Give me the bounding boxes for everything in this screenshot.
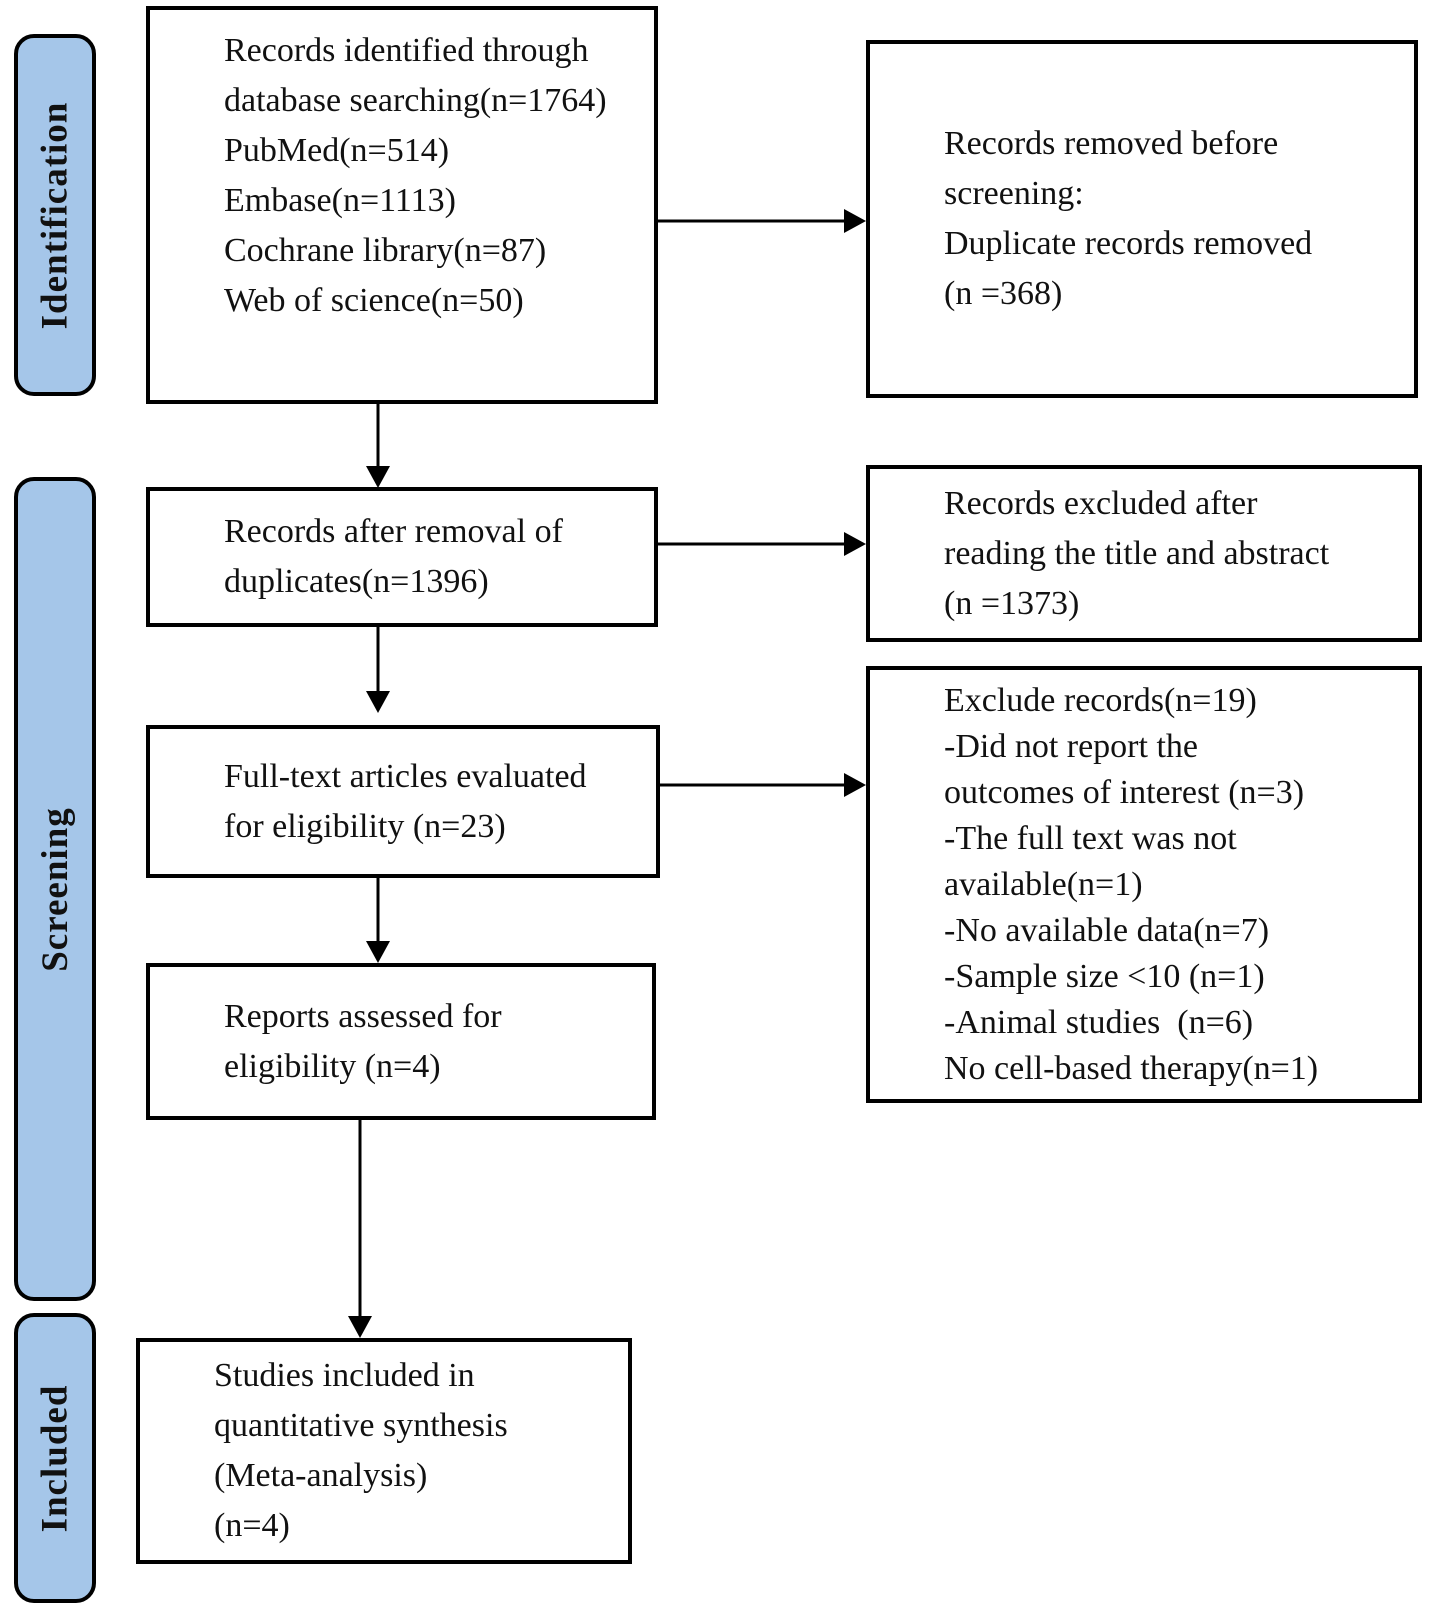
box-studies-included: Studies included in quantitative synthes… [136,1338,632,1564]
stage-label-included: Included [34,1384,76,1532]
text-line: Exclude records(n=19) [944,681,1257,719]
arrow-identified-to-after-duplicates [366,404,390,488]
box-records-removed-before-screening: Records removed before screening: Duplic… [866,40,1418,398]
text-line: reading the title and abstract [944,534,1330,572]
text-line: (n =1373) [944,584,1080,622]
text-line: -Sample size <10 (n=1) [944,957,1265,995]
stage-bar-screening: Screening [14,477,96,1301]
stage-label-screening: Screening [34,806,76,972]
text-line: -Animal studies (n=6) [944,1003,1254,1041]
arrow-after-duplicates-to-excluded [658,532,866,556]
text-line: Records excluded after [944,484,1258,522]
text-line: database searching(n=1764) [224,82,607,119]
arrow-identified-to-removed-before-screening [658,209,866,233]
text-line: Web of science(n=50) [224,282,524,319]
box-records-identified: Records identified through database sear… [146,6,658,404]
text-line: available(n=1) [944,865,1143,903]
box-records-after-duplicates: Records after removal of duplicates(n=13… [146,487,658,627]
stage-bar-identification: Identification [14,34,96,396]
text-line: (n =368) [944,275,1063,312]
box-reports-assessed: Reports assessed for eligibility (n=4) [146,963,656,1120]
text-line: Embase(n=1113) [224,182,456,219]
box-exclude-reasons: Exclude records(n=19) -Did not report th… [866,666,1422,1103]
text-line: screening: [944,175,1084,212]
text-line: -The full text was not [944,819,1237,857]
arrow-after-duplicates-to-fulltext [366,627,390,713]
text-line: Studies included in [214,1357,475,1394]
text-line: for eligibility (n=23) [224,807,506,845]
text-line: Reports assessed for [224,997,502,1035]
stage-label-identification: Identification [34,101,76,329]
text-line: -No available data(n=7) [944,911,1270,949]
arrow-fulltext-to-reports-assessed [366,878,390,963]
text-line: Duplicate records removed [944,225,1313,262]
text-line: PubMed(n=514) [224,132,450,169]
text-line: Records identified through [224,32,589,69]
box-fulltext-evaluated: Full-text articles evaluated for eligibi… [146,725,660,878]
text-line: Cochrane library(n=87) [224,232,547,269]
text-line: quantitative synthesis [214,1407,508,1444]
text-line: No cell-based therapy(n=1) [944,1049,1319,1087]
text-line: (n=4) [214,1507,290,1544]
text-line: Full-text articles evaluated [224,757,587,795]
text-line: duplicates(n=1396) [224,563,489,600]
text-line: Records after removal of [224,513,563,550]
text-line: Records removed before [944,125,1279,162]
text-line: outcomes of interest (n=3) [944,773,1305,811]
text-line: eligibility (n=4) [224,1047,441,1085]
arrow-fulltext-to-exclude-reasons [660,773,866,797]
box-records-excluded-title-abstract: Records excluded after reading the title… [866,465,1422,642]
text-line: (Meta-analysis) [214,1457,428,1494]
text-line: -Did not report the [944,727,1198,765]
stage-bar-included: Included [14,1313,96,1603]
arrow-reports-assessed-to-studies-included [348,1120,372,1338]
